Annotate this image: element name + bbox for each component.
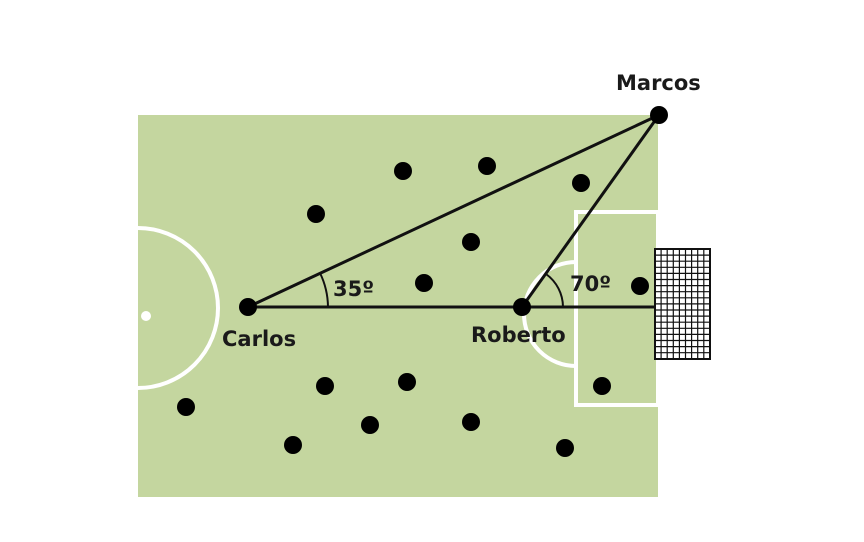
center-spot xyxy=(141,311,151,321)
player-dot xyxy=(398,373,416,391)
player-dot xyxy=(462,233,480,251)
label-marcos: Marcos xyxy=(616,71,701,95)
player-dot xyxy=(593,377,611,395)
player-dot xyxy=(478,157,496,175)
label-roberto: Roberto xyxy=(471,323,566,347)
angle-arc-carlos xyxy=(319,272,329,308)
player-marcos xyxy=(650,106,668,124)
carlos-marcos-line xyxy=(247,113,660,309)
angle-arc-roberto xyxy=(545,273,564,308)
player-dot xyxy=(284,436,302,454)
player-dot xyxy=(177,398,195,416)
player-roberto xyxy=(513,298,531,316)
angle-label-carlos: 35º xyxy=(333,277,374,301)
player-dot xyxy=(361,416,379,434)
label-carlos: Carlos xyxy=(222,327,296,351)
roberto-marcos-line xyxy=(520,114,661,308)
angle-label-roberto: 70º xyxy=(570,272,611,296)
player-dot xyxy=(394,162,412,180)
pass-triangle xyxy=(247,113,661,309)
player-dot xyxy=(307,205,325,223)
player-dot xyxy=(556,439,574,457)
goal-net xyxy=(654,248,711,360)
player-dot xyxy=(316,377,334,395)
player-dot xyxy=(572,174,590,192)
other-players xyxy=(177,157,649,457)
player-dot xyxy=(415,274,433,292)
player-carlos xyxy=(239,298,257,316)
player-dot xyxy=(462,413,480,431)
player-dot xyxy=(631,277,649,295)
center-circle xyxy=(138,226,220,390)
